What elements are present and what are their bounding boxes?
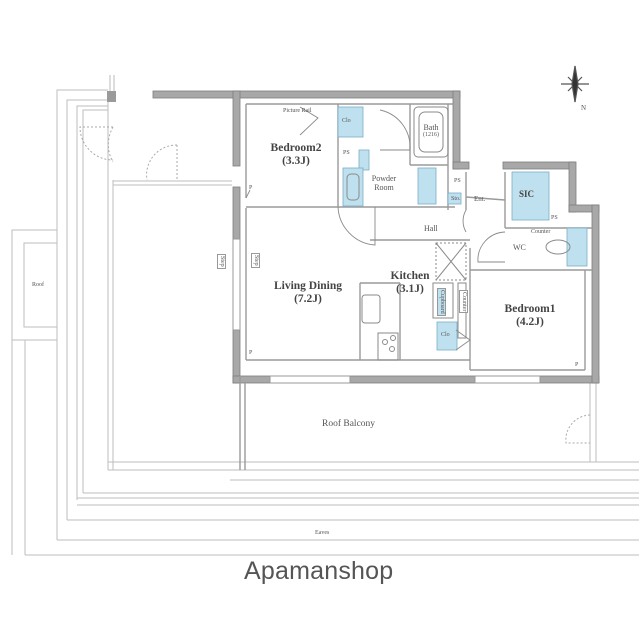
label-cupboard: Cupboard [437, 288, 446, 316]
label-p: P [249, 185, 253, 191]
room-wc: WC [513, 243, 526, 252]
room-living-dining: Living Dining (7.2J) [258, 280, 358, 306]
room-name: Bath [423, 123, 439, 132]
fixtures-blue [337, 106, 588, 351]
room-size: (7.2J) [294, 293, 322, 306]
label-ps: PS [551, 215, 558, 221]
label-step: Step [251, 253, 260, 268]
room-powder-room: Powder Room [364, 174, 404, 192]
label-ps: PS [343, 150, 350, 156]
fixtures-outline [346, 106, 571, 361]
room-size: (3.3J) [282, 155, 310, 168]
column [107, 91, 116, 102]
doors [245, 106, 506, 351]
door-swing [79, 126, 591, 444]
room-hall: Hall [424, 224, 438, 233]
room-bedroom2: Bedroom2 (3.3J) [256, 142, 336, 168]
room-size: (4.2J) [516, 316, 544, 329]
area-roof-balcony: Roof Balcony [322, 419, 376, 429]
eaves-lines [25, 89, 639, 556]
room-entrance: Ent. [474, 195, 486, 203]
label-storage: Sto. [451, 196, 461, 202]
room-sic: SIC [519, 189, 535, 199]
label-p: P [575, 362, 579, 368]
compass-north-label: N [581, 104, 587, 112]
area-roof: Roof [32, 282, 44, 288]
label-counter: Counter [459, 290, 468, 314]
north-compass-icon [561, 65, 589, 103]
room-name: Living Dining [273, 280, 343, 292]
room-name-line2: Room [374, 183, 394, 193]
room-name: Bedroom1 [504, 303, 556, 315]
label-closet: Clo [342, 118, 351, 124]
room-name: Bedroom2 [270, 142, 322, 154]
label-picture-rail: Picture Rail [283, 108, 312, 114]
room-bedroom1: Bedroom1 (4.2J) [490, 303, 570, 329]
label-p: P [249, 350, 253, 356]
room-bath: Bath (1216) [414, 123, 448, 139]
room-size: (1216) [423, 132, 439, 139]
windows [232, 238, 541, 384]
room-size: (3.1J) [396, 283, 424, 296]
label-step: Step [217, 254, 226, 269]
label-ps: PS [454, 178, 461, 184]
room-name: Powder [371, 174, 397, 183]
label-closet: Clo [441, 332, 450, 338]
brand-logo: Apamanshop [242, 557, 396, 586]
room-name: Kitchen [390, 270, 430, 282]
roof-area [11, 229, 58, 555]
walls [152, 90, 600, 384]
area-eaves: Eaves [315, 530, 330, 536]
label-counter: Counter [531, 229, 551, 235]
room-kitchen: Kitchen (3.1J) [380, 270, 440, 296]
